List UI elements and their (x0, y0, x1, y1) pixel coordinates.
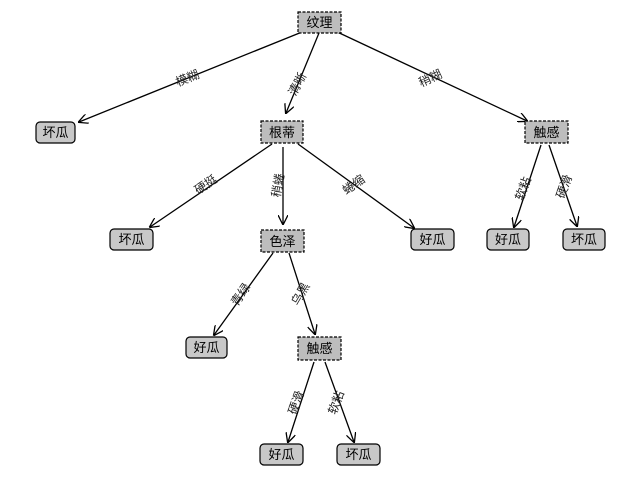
decision-node-root: 纹理 (297, 11, 342, 34)
edge-label-touch2-hard: 硬滑 (286, 389, 307, 416)
leaf-node-soft-bottom: 坏瓜 (336, 443, 381, 466)
leaf-node-hard-bottom-label: 好瓜 (268, 448, 294, 463)
edge-root-to-blurry (79, 29, 308, 122)
leaf-node-soft-top-label: 好瓜 (495, 233, 521, 248)
leaf-node-green: 好瓜 (185, 336, 228, 359)
leaf-node-hard-top-label: 坏瓜 (571, 233, 597, 248)
edge-label-black: 乌黑 (288, 280, 313, 308)
edge-touchbottom-to-hard (288, 361, 315, 442)
edge-label-green: 青绿 (227, 280, 253, 308)
leaf-node-curled: 好瓜 (410, 228, 455, 251)
decision-node-root-clear-label: 根蒂 (269, 126, 295, 141)
decision-node-color-label: 色泽 (269, 234, 295, 250)
leaf-node-blurry: 坏瓜 (35, 121, 76, 144)
edge-label-blurry: 模糊 (173, 66, 201, 89)
decision-node-color: 色泽 (260, 229, 305, 253)
edge-root-to-touch-top (332, 29, 527, 121)
decision-node-root-label: 纹理 (306, 16, 332, 31)
edge-rootclear-to-curled (297, 143, 414, 228)
edge-rootclear-to-stiff (150, 143, 273, 227)
decision-node-touch-bottom: 触感 (297, 336, 342, 361)
edge-label-curled: 蜷缩 (339, 171, 367, 197)
decision-node-touch-bottom-label: 触感 (306, 341, 332, 357)
leaf-node-hard-bottom: 好瓜 (259, 443, 304, 466)
edge-touchbottom-to-soft (324, 361, 354, 442)
edge-label-touch-hard: 硬滑 (554, 173, 575, 200)
edge-label-slightcurl: 稍蜷 (269, 172, 287, 198)
edge-root-to-root-clear (286, 32, 320, 113)
leaf-node-soft-bottom-label: 坏瓜 (345, 448, 371, 463)
edge-touchtop-to-soft (514, 144, 542, 227)
leaf-node-soft-top: 好瓜 (486, 228, 530, 251)
edge-touchtop-to-hard (548, 144, 577, 226)
edge-color-to-green (214, 252, 274, 335)
leaf-node-hard-top: 坏瓜 (562, 228, 606, 251)
leaf-node-green-label: 好瓜 (193, 341, 219, 356)
decision-node-touch-top-label: 触感 (533, 125, 559, 141)
decision-node-root-clear: 根蒂 (260, 120, 304, 144)
leaf-node-stiff: 坏瓜 (109, 228, 154, 251)
edge-label-slight: 稍糊 (416, 66, 444, 90)
decision-node-touch-top: 触感 (524, 120, 569, 144)
leaf-node-stiff-label: 坏瓜 (118, 233, 144, 248)
edge-label-clear: 清晰 (286, 70, 310, 98)
edge-label-touch-soft: 软粘 (512, 175, 534, 203)
leaf-node-curled-label: 好瓜 (419, 233, 445, 248)
leaf-node-blurry-label: 坏瓜 (42, 126, 68, 141)
edge-color-to-black (288, 252, 315, 334)
edge-label-stiff: 硬挺 (191, 171, 219, 197)
